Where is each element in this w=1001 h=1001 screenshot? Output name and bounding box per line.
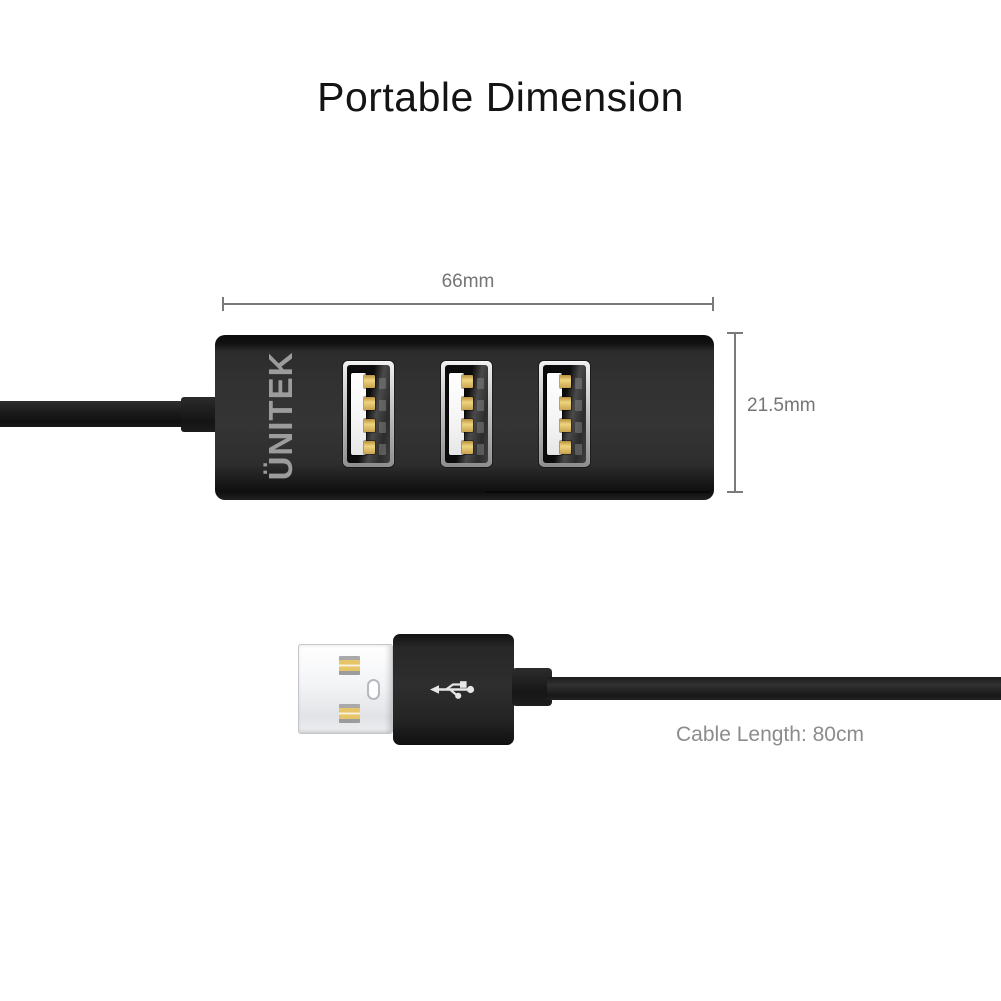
brand-logo: ÜNITEK — [262, 351, 299, 481]
usb-port-contact-mark — [477, 444, 484, 455]
usb-port-contact-mark — [379, 378, 386, 389]
usb-port-tongue — [547, 373, 562, 455]
hub-bottom-seam — [485, 491, 710, 493]
usb-port-tongue — [449, 373, 464, 455]
usb-port-1 — [343, 361, 394, 467]
usb-port-tongue — [351, 373, 366, 455]
usb-port-contact-mark — [379, 400, 386, 411]
usb-port-pin — [560, 375, 571, 388]
height-dimension-label: 21.5mm — [747, 395, 816, 416]
usb-port-contact-mark — [575, 378, 582, 389]
width-dimension-tick-left — [222, 297, 224, 311]
usb-port-contact-mark — [379, 422, 386, 433]
width-dimension-label: 66mm — [441, 271, 495, 292]
usb-plug-contact — [339, 656, 360, 675]
usb-port-pin — [560, 419, 571, 432]
usb-port-pin — [462, 441, 473, 454]
usb-plug-contact — [339, 704, 360, 723]
usb-plug-retention-hole — [367, 679, 380, 700]
usb-port-pin — [560, 397, 571, 410]
usb-port-pin — [462, 419, 473, 432]
page-title: Portable Dimension — [317, 74, 684, 120]
hub-cable-strain-relief — [181, 397, 218, 432]
usb-port-contact-mark — [477, 378, 484, 389]
usb-port-cavity — [543, 365, 586, 463]
usb-port-pin — [560, 441, 571, 454]
cable-length-label: Cable Length: 80cm — [676, 723, 864, 746]
height-dimension-tick-bottom — [727, 491, 743, 493]
usb-trident-icon — [430, 681, 475, 699]
usb-port-pin — [364, 397, 375, 410]
usb-port-contact-mark — [477, 400, 484, 411]
height-dimension-line — [734, 333, 736, 493]
usb-port-pin — [364, 419, 375, 432]
usb-port-pin — [462, 397, 473, 410]
height-dimension-tick-top — [727, 332, 743, 334]
usb-port-2 — [441, 361, 492, 467]
usb-port-contact-mark — [477, 422, 484, 433]
usb-port-3 — [539, 361, 590, 467]
usb-port-pin — [364, 441, 375, 454]
usb-port-cavity — [445, 365, 488, 463]
usb-plug-metal-shell — [298, 644, 393, 734]
usb-plug-overmold — [393, 634, 514, 745]
usb-port-pin — [364, 375, 375, 388]
usb-port-contact-mark — [575, 422, 582, 433]
hub-input-cable — [0, 401, 184, 427]
usb-port-pin — [462, 375, 473, 388]
usb-port-contact-mark — [575, 400, 582, 411]
width-dimension-line — [222, 303, 714, 305]
usb-hub-body: ÜNITEK — [215, 335, 714, 500]
usb-cable — [547, 677, 1001, 700]
usb-port-contact-mark — [379, 444, 386, 455]
usb-port-cavity — [347, 365, 390, 463]
usb-port-contact-mark — [575, 444, 582, 455]
plug-strain-relief — [512, 668, 552, 706]
width-dimension-tick-right — [712, 297, 714, 311]
